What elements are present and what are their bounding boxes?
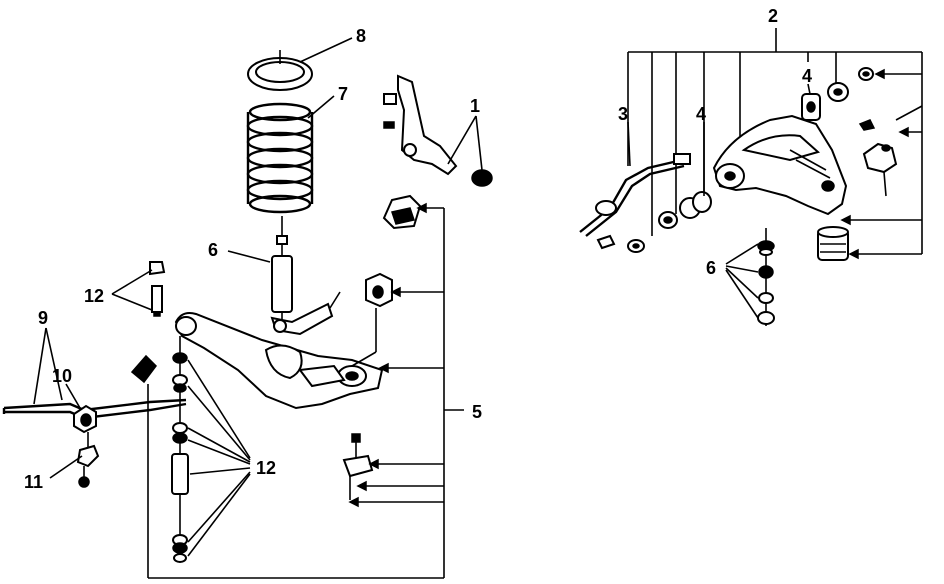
callout-12-top: 12 — [84, 286, 104, 306]
coil-spring — [246, 102, 314, 214]
leader-9a — [33, 327, 47, 405]
callout-6-left: 6 — [208, 240, 218, 260]
bracket-5 — [147, 202, 464, 579]
leader-1b — [475, 115, 483, 171]
leader-3 — [627, 121, 631, 167]
leader-8 — [299, 37, 353, 63]
callout-7: 7 — [338, 84, 348, 104]
rebound-bumper — [817, 226, 849, 261]
leader-12-top-b — [111, 293, 153, 311]
leader-9b — [45, 327, 63, 401]
leader-7 — [307, 95, 335, 119]
callout-3: 3 — [618, 104, 628, 124]
washer-stack — [757, 228, 775, 326]
stabilizer-link-stack — [171, 336, 189, 563]
shock-absorber — [271, 216, 293, 328]
spring-insulator — [247, 50, 313, 91]
shock-lower-bracket — [270, 291, 341, 336]
callout-8: 8 — [356, 26, 366, 46]
upper-ball-joint — [862, 142, 898, 197]
bracket-2 — [627, 28, 923, 260]
steering-knuckle — [383, 74, 493, 187]
callout-11: 11 — [24, 472, 43, 492]
ball-joint-stud — [342, 433, 374, 500]
leaders-12-bottom — [187, 359, 251, 557]
upper-bushing — [365, 272, 393, 308]
callout-4b: 4 — [802, 66, 812, 86]
callout-9: 9 — [38, 308, 48, 328]
ball-joint-boot — [382, 194, 422, 230]
callout-10: 10 — [52, 366, 72, 386]
leader-bushing-b — [351, 351, 377, 367]
pivot-bushings-rear — [801, 67, 876, 131]
callout-6-right: 6 — [706, 258, 716, 278]
stabilizer-bushing — [73, 404, 97, 434]
callout-2: 2 — [768, 6, 778, 26]
leader-4b — [807, 83, 811, 95]
lower-control-arm — [174, 312, 384, 410]
callout-1: 1 — [470, 96, 480, 116]
leader-1a — [447, 115, 477, 165]
upper-control-arm — [712, 114, 848, 216]
callout-4a: 4 — [696, 104, 706, 124]
pivot-bushings-front — [627, 191, 712, 253]
callout-5: 5 — [472, 402, 482, 422]
callout-12-bottom: 12 — [256, 458, 276, 478]
stabilizer-link-parts — [130, 261, 166, 384]
leader-10 — [65, 383, 81, 409]
pivot-shaft — [579, 153, 691, 250]
leader-12-top-a — [111, 269, 153, 295]
leader-6 — [227, 250, 271, 263]
leader-11 — [49, 455, 83, 479]
leaders-6-right — [725, 243, 759, 319]
stabilizer-bracket — [76, 432, 100, 488]
